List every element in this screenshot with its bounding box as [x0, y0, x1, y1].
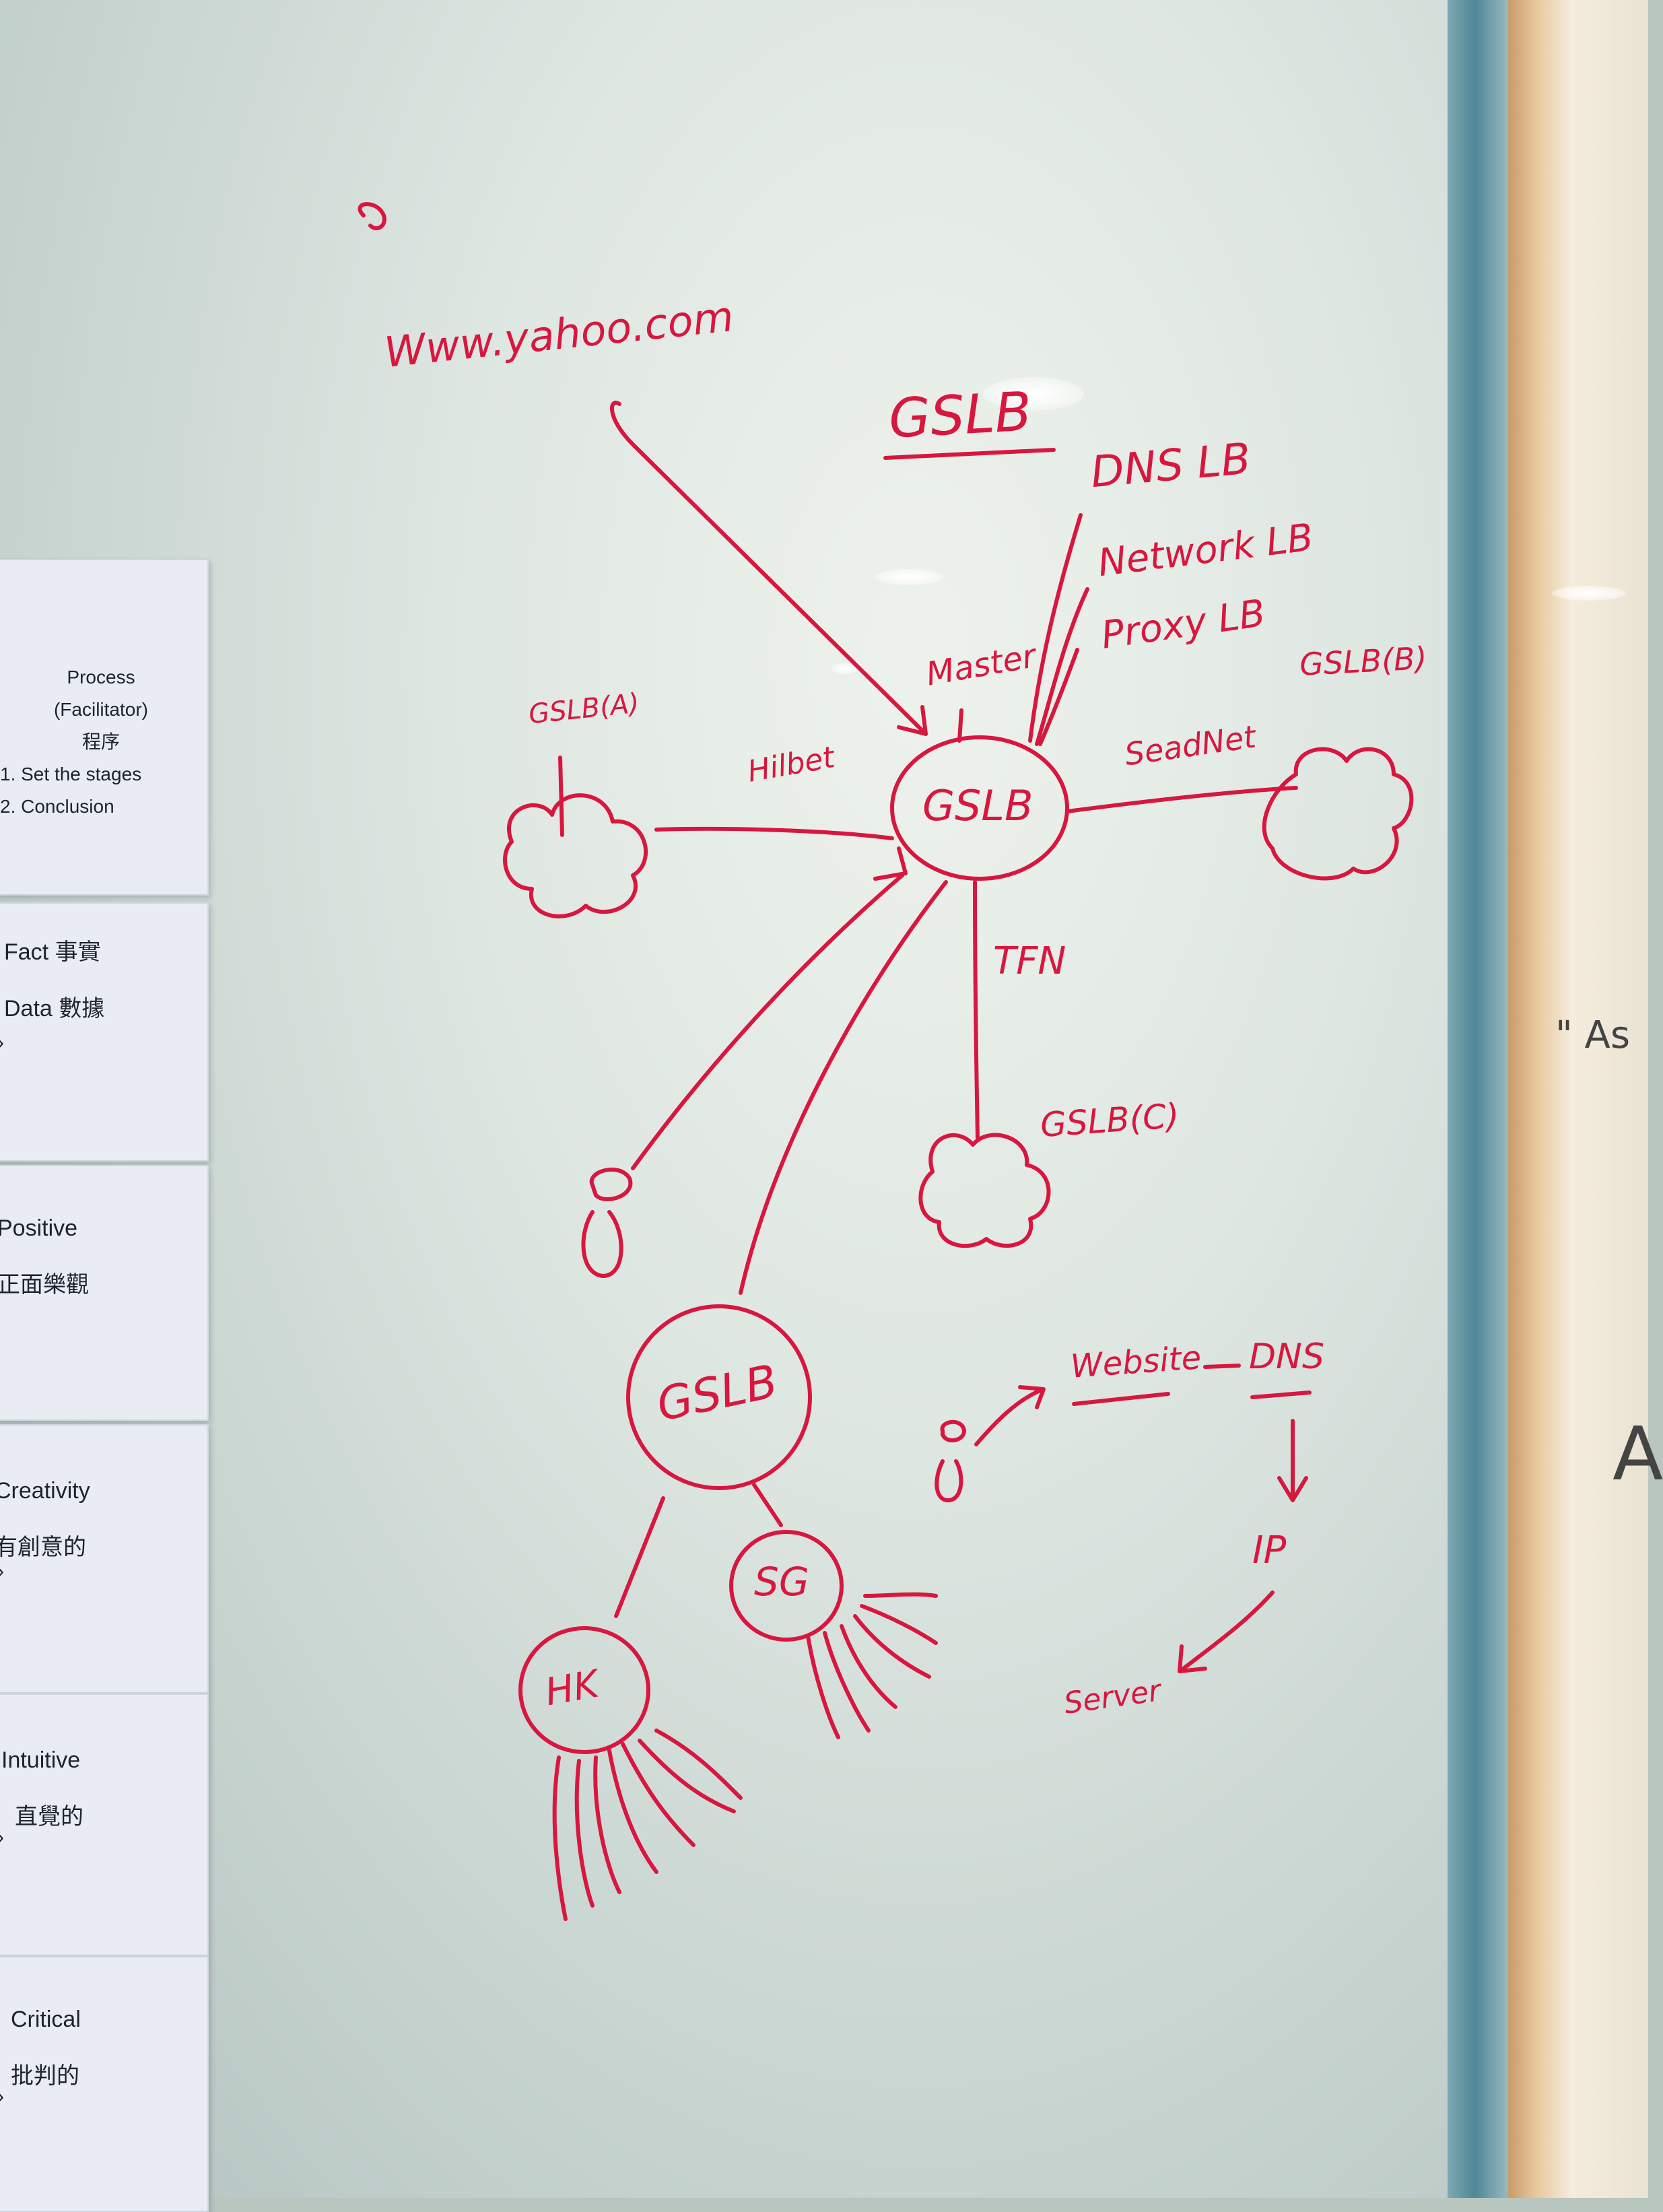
lower-gslb-circle — [626, 1304, 812, 1490]
hk-text: HK — [541, 1662, 602, 1715]
gslb-b-text: GSLB(B) — [1298, 640, 1428, 683]
hk-server-lines — [552, 1729, 743, 1921]
whiteboard-frame — [1448, 0, 1508, 2198]
hk-circle — [518, 1626, 650, 1754]
flow-user-icon — [935, 1419, 966, 1503]
note-line: 程序 — [81, 731, 120, 752]
link-hub-lower — [739, 880, 948, 1295]
proxy-lb-line — [1038, 648, 1079, 746]
light-reflection — [875, 569, 943, 585]
arrowhead-icon — [873, 846, 908, 881]
hub-gslb-text: GSLB — [922, 781, 1033, 830]
note-line: Process — [67, 667, 135, 688]
note-line: 批判的 — [11, 2063, 79, 2089]
wooden-wall — [1508, 0, 1648, 2198]
note-line: (Facilitator) — [53, 699, 148, 720]
sg-server-lines — [806, 1592, 938, 1739]
arrowhead-icon — [1178, 1644, 1207, 1673]
dns-underline — [1250, 1390, 1312, 1399]
light-reflection — [983, 377, 1084, 411]
arrowhead-icon — [1018, 1385, 1046, 1409]
flow-ip-text: IP — [1252, 1529, 1287, 1572]
master-tick — [957, 708, 963, 743]
user-icon — [581, 1167, 633, 1278]
ip-server-arrow — [1180, 1590, 1275, 1672]
cloud-gslb-a — [503, 793, 648, 918]
network-lb-line — [1035, 587, 1089, 746]
note-line: 正面樂觀 — [0, 1272, 89, 1298]
link-hub-a — [654, 826, 894, 840]
arrow-icon: › — [0, 1826, 4, 1849]
title-text: GSLB — [887, 380, 1033, 450]
title-underline — [883, 448, 1056, 460]
note-creativity: Creativity 有創意的 › — [0, 1424, 209, 1694]
note-line: Fact 事實 — [4, 939, 101, 965]
link-hub-b — [1065, 786, 1298, 813]
note-line: Intuitive — [1, 1747, 81, 1773]
cloud-a-tick — [558, 756, 564, 837]
note-line: 2. Conclusion — [0, 796, 114, 817]
arrowhead-icon — [1277, 1476, 1308, 1502]
link-lower-hk — [614, 1496, 665, 1618]
wall-text-a: A — [1613, 1411, 1663, 1497]
arrow-icon: › — [0, 1560, 4, 1583]
arrow-icon: › — [0, 2085, 4, 2108]
arrowhead-icon — [897, 705, 928, 736]
light-reflection — [832, 663, 858, 674]
cloud-gslb-c — [918, 1133, 1051, 1248]
sg-text: SG — [754, 1559, 809, 1605]
gslb-diagram — [358, 202, 1414, 1921]
website-underline — [1072, 1392, 1170, 1406]
flow-dns-text: DNS — [1249, 1337, 1324, 1377]
note-line: Positive — [0, 1215, 78, 1241]
note-fact-data: Fact 事實 Data 數據 › — [0, 902, 209, 1162]
scribble-mark — [358, 202, 386, 230]
user-arrow — [631, 873, 904, 1170]
flow-arrow-website — [974, 1388, 1042, 1446]
note-critical: Critical 批判的 › — [0, 1956, 209, 2212]
note-line: 有創意的 — [0, 1535, 86, 1560]
note-positive: Positive 正面樂觀 — [0, 1165, 209, 1421]
url-arrow — [610, 401, 924, 733]
hub-gslb-circle — [890, 735, 1069, 881]
note-line: Data 數據 — [4, 996, 105, 1021]
link-hub-c — [973, 880, 980, 1140]
note-line: Creativity — [0, 1478, 90, 1504]
glass-whiteboard — [0, 0, 1481, 2198]
cloud-gslb-b — [1262, 747, 1414, 881]
arrow-icon: › — [0, 1032, 4, 1054]
link-lower-sg — [752, 1483, 783, 1527]
wall-text-as: " As — [1555, 1013, 1631, 1057]
sg-circle — [729, 1530, 844, 1642]
note-line: 1. Set the stages — [0, 764, 142, 784]
website-dns-dash — [1203, 1364, 1241, 1369]
dns-lb-line — [1028, 513, 1083, 743]
note-line: 直覺的 — [15, 1804, 83, 1830]
note-line: Critical — [11, 2007, 81, 2032]
link-c-text: TFN — [993, 939, 1066, 983]
light-reflection — [1552, 586, 1626, 601]
note-process: Process (Facilitator) 程序 1. Set the stag… — [0, 559, 209, 896]
note-intuitive: Intuitive 直覺的 › — [0, 1694, 209, 1956]
